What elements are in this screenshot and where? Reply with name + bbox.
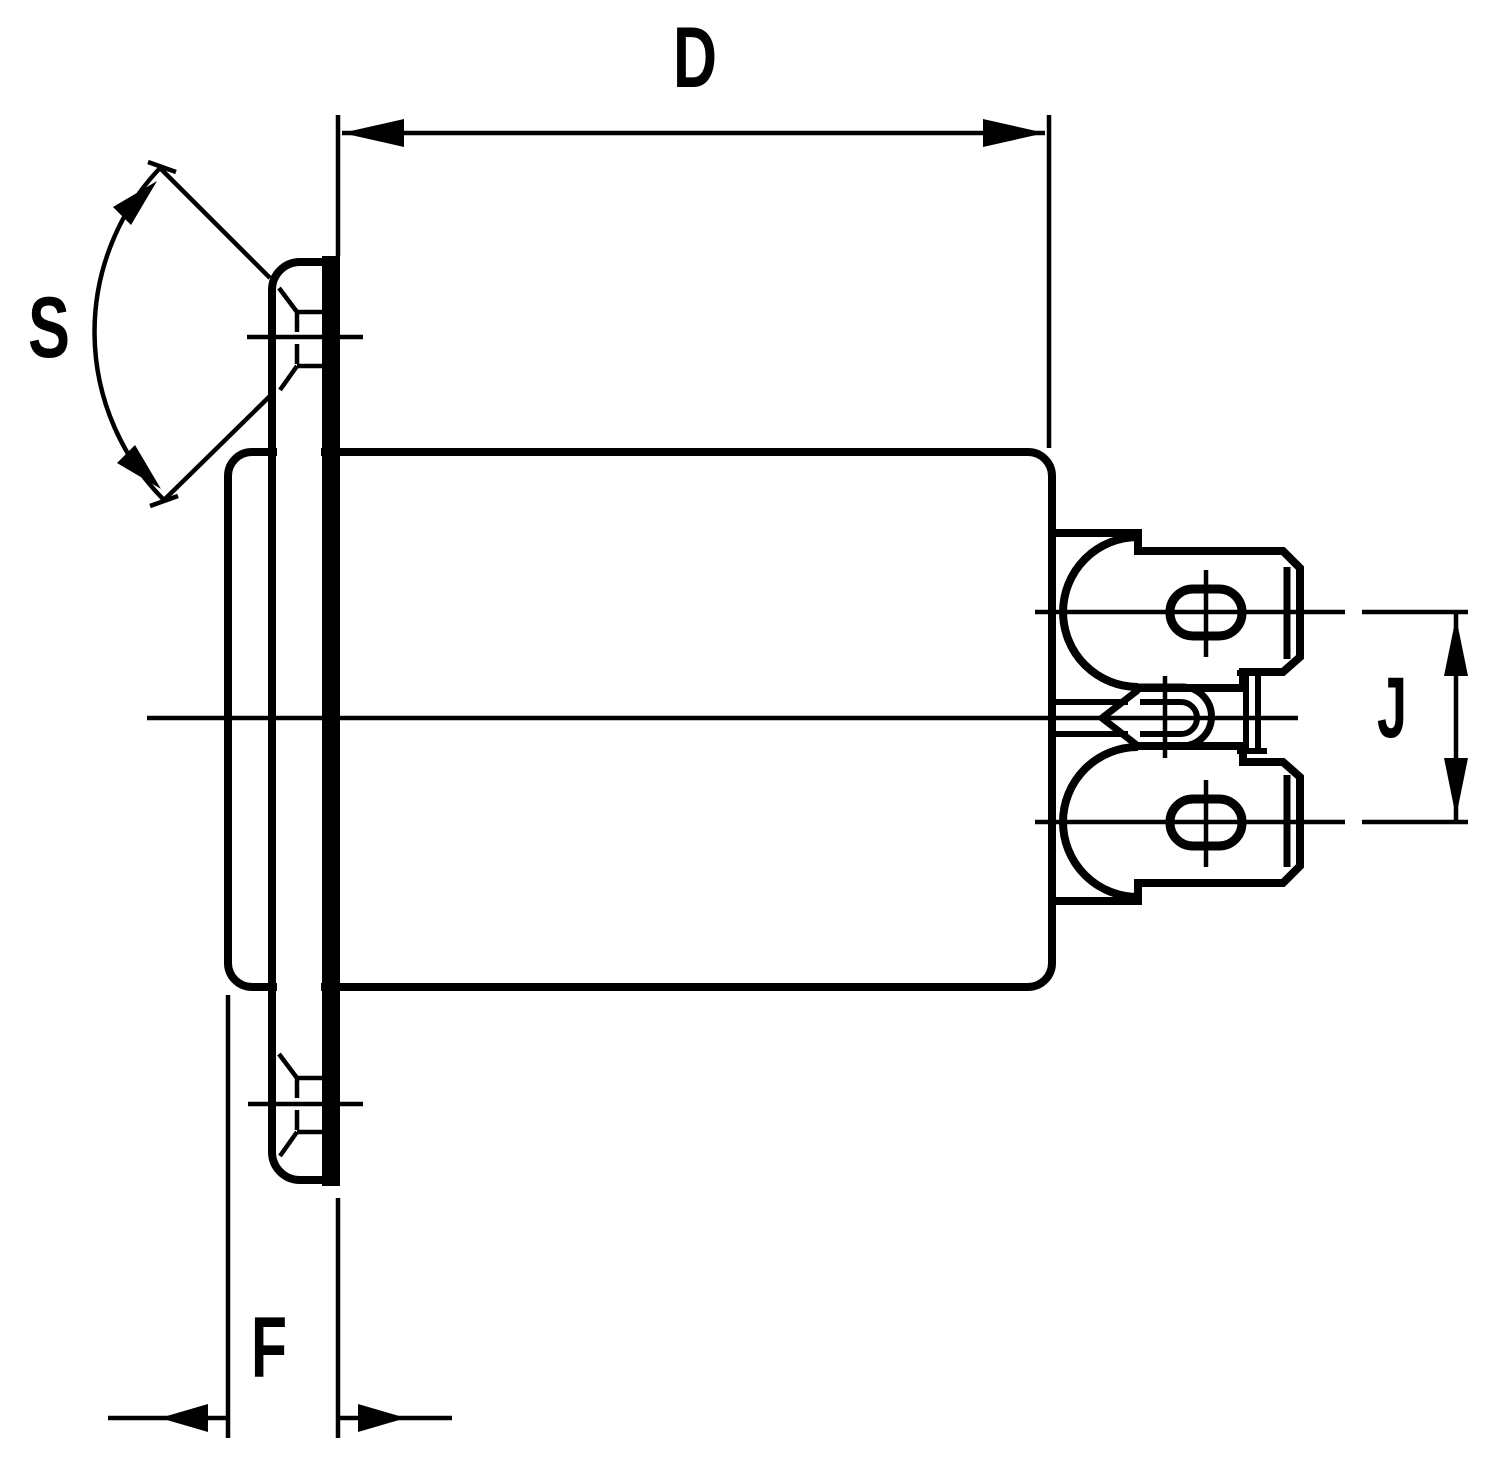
countersink-hidden-edge [278, 364, 299, 392]
flange-hole-top [247, 286, 363, 392]
countersink-hidden-edge [277, 1052, 299, 1080]
angle-leg-upper [158, 166, 272, 280]
dim-arrowhead-left [342, 119, 404, 147]
angle-leg-end-tick [149, 493, 179, 509]
dim-arrowhead-top [1444, 617, 1468, 676]
dim-label-s: S [28, 280, 70, 376]
stub-inner-capsule [1140, 699, 1200, 737]
countersink-hidden-edge [278, 1130, 299, 1158]
center-terminal [1052, 670, 1267, 758]
dimension-j: J [1377, 612, 1468, 822]
angle-leg-lower [162, 394, 272, 502]
dim-arrowhead-bottom [1444, 758, 1468, 817]
dim-label-j: J [1377, 660, 1407, 756]
stub-wedge [1096, 687, 1141, 749]
countersink-hidden-edge [277, 286, 299, 314]
flange-mounting-face [322, 256, 340, 1186]
dim-arrowhead-right [983, 119, 1045, 147]
flange-hole-bottom [248, 1052, 363, 1158]
dimension-f: F [108, 995, 452, 1438]
flange-outline [268, 258, 322, 1184]
arc-arrowhead-top [113, 181, 157, 225]
dimension-d: D [335, 10, 1052, 448]
dim-arrowhead-right [358, 1404, 406, 1432]
stub-outer-capsule [1130, 683, 1215, 750]
dim-label-d: D [673, 10, 717, 106]
angle-dimension-s: S [28, 159, 272, 509]
dim-arrowhead-left [160, 1404, 208, 1432]
mounting-flange [268, 256, 340, 1186]
angle-leg-end-tick [147, 159, 177, 175]
spade-terminal-bottom [1035, 742, 1468, 905]
arc-arrowhead-bottom [117, 445, 161, 489]
dim-label-f: F [251, 1300, 287, 1396]
